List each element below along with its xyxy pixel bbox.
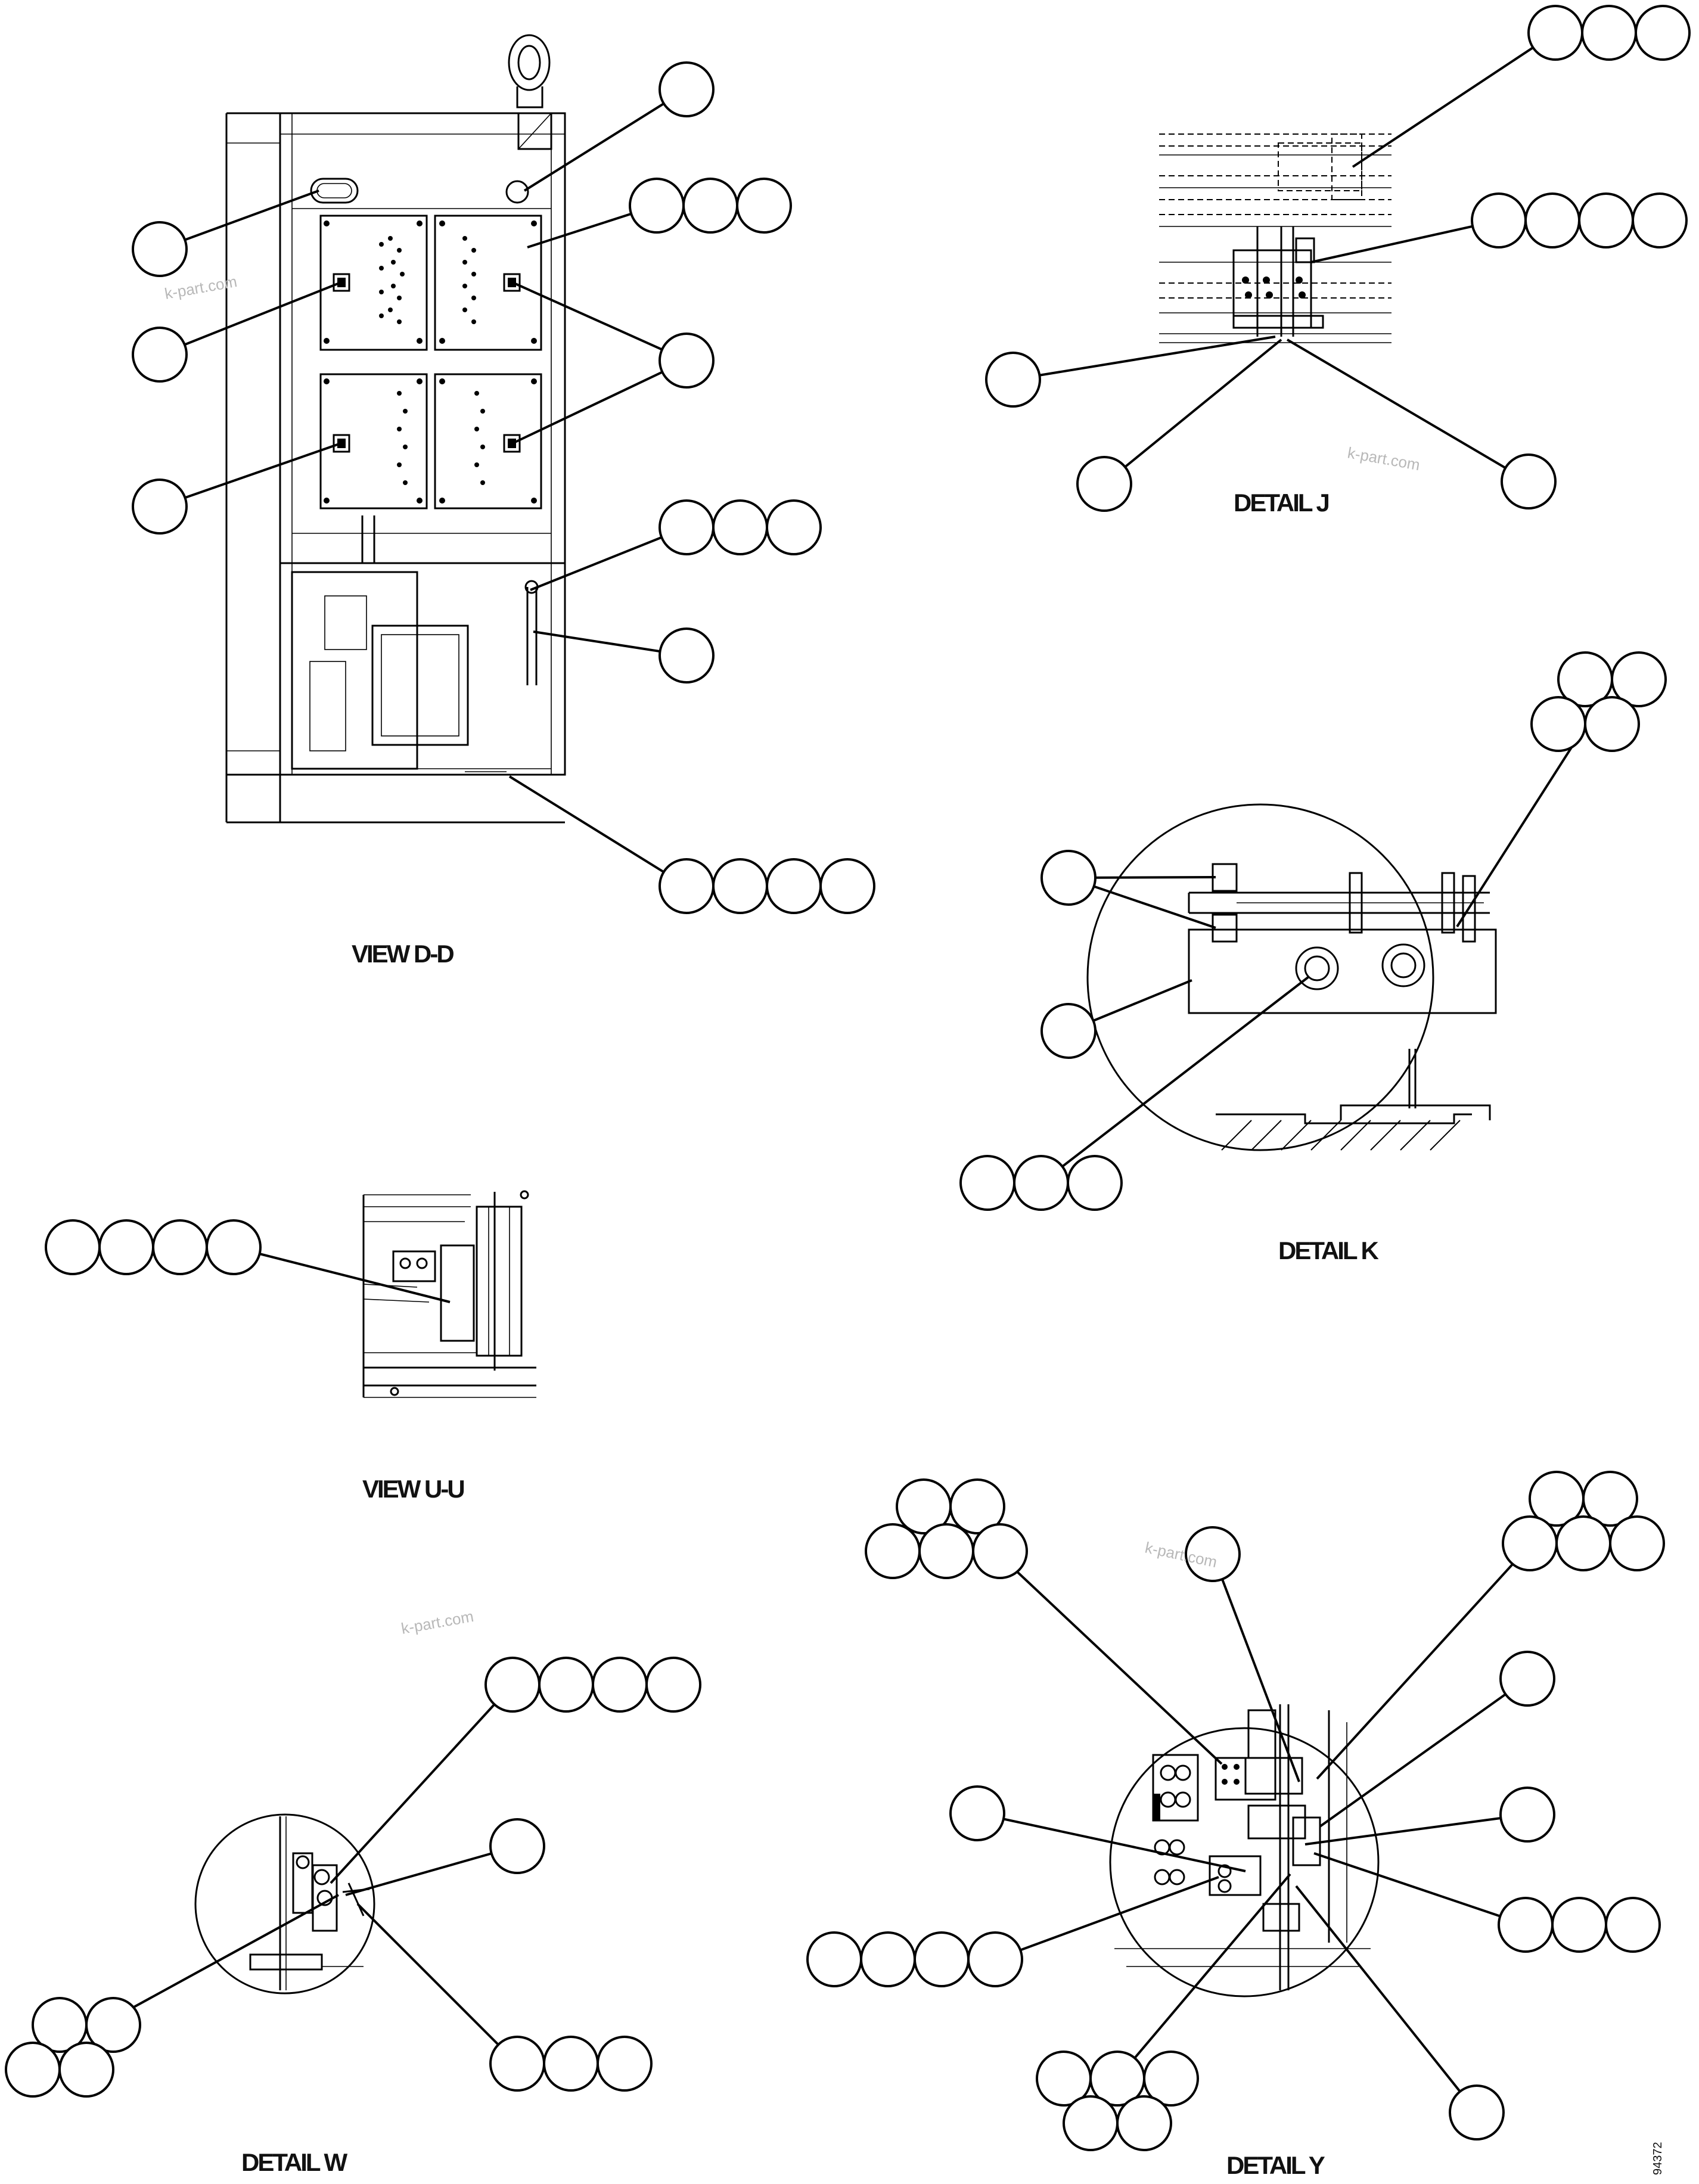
terminal-dots (324, 220, 537, 504)
view-dd-drawing (225, 34, 566, 824)
view-uu-callouts (45, 1219, 451, 1303)
detail-w-callouts (5, 1657, 701, 2098)
view-uu-drawing (362, 1190, 536, 1398)
detail-j-callouts (985, 5, 1691, 512)
detail-y-drawing (1109, 1704, 1380, 1997)
detail-j-drawing (1159, 133, 1391, 343)
detail-y-callouts (806, 1471, 1665, 2151)
sheet-number: 94372 (1651, 2142, 1664, 2175)
watermark: k-part.com (400, 1607, 475, 1638)
detail-j-label: DETAIL J (1234, 489, 1328, 517)
detail-k-label: DETAIL K (1278, 1237, 1378, 1265)
detail-y-label: DETAIL Y (1226, 2151, 1325, 2179)
watermark: k-part.com (1346, 443, 1421, 474)
detail-k-hatch (1221, 1120, 1461, 1151)
view-uu-label: VIEW U-U (362, 1475, 464, 1503)
detail-w-drawing (194, 1813, 375, 1995)
detail-k-callouts (959, 651, 1667, 1211)
view-dd-label: VIEW D-D (352, 940, 454, 968)
view-dd-callouts (132, 61, 875, 914)
lifting-eye (508, 34, 551, 108)
detail-w-label: DETAIL W (241, 2148, 347, 2176)
detail-k-drawing (1086, 803, 1497, 1151)
